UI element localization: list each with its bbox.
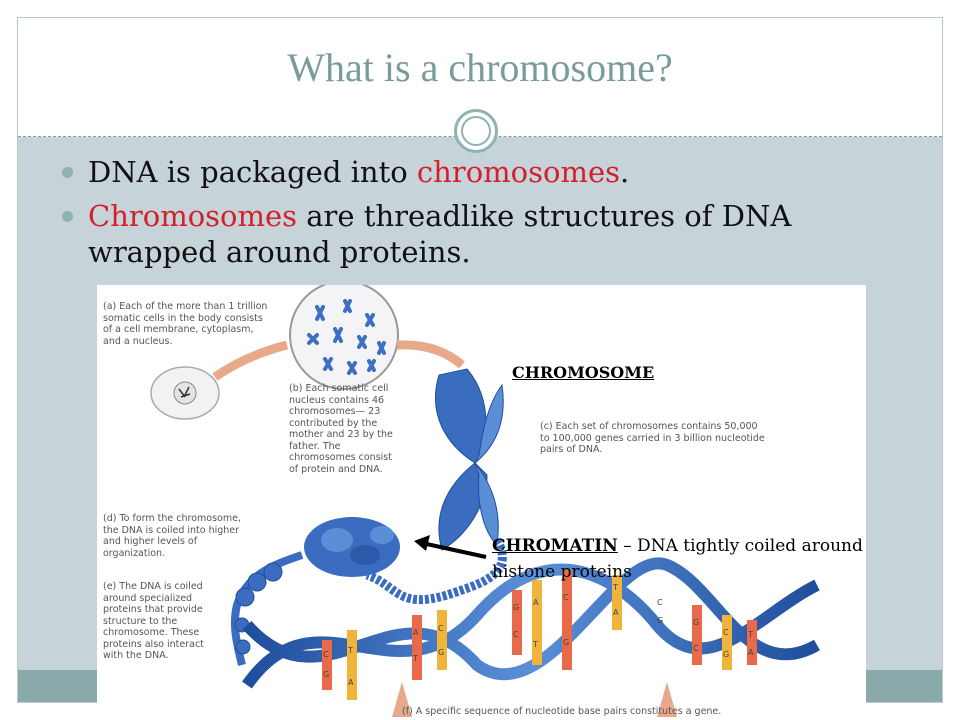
base-letter: C [657, 598, 663, 607]
chromatin-label: CHROMATIN – DNA tightly coiled around hi… [492, 533, 892, 585]
base-letter: A [533, 598, 539, 607]
bullet-2-highlight: Chromosomes [88, 199, 298, 233]
base-letter: C [563, 593, 569, 602]
gene-arrows-icon [392, 682, 677, 717]
base-letter: A [748, 648, 754, 657]
bullet-item-1: DNA is packaged into chromosomes. [62, 154, 882, 190]
bullet-1-end: . [620, 155, 630, 189]
base-letter: C [323, 650, 329, 659]
base-letter: C [513, 630, 519, 639]
base-letters: C G T A A T C G G C A T C G T A G C C G … [323, 583, 754, 687]
slide-title: What is a chromosome? [287, 45, 673, 90]
bullet-list: DNA is packaged into chromosomes. Chromo… [62, 154, 882, 278]
chromosome-icon [434, 368, 504, 551]
arrow-cell-to-nucleus-icon [212, 340, 289, 381]
base-letter: T [412, 654, 418, 663]
base-letter: T [347, 646, 353, 655]
nucleosome-string-icon [230, 551, 304, 666]
base-letter: A [348, 678, 354, 687]
base-letter: G [513, 603, 519, 612]
base-letter: T [612, 583, 618, 592]
caption-a: (a) Each of the more than 1 trillion som… [103, 301, 268, 347]
caption-e: (e) The DNA is coiled around specialized… [103, 581, 204, 661]
bullet-1-highlight: chromosomes [416, 155, 621, 189]
bullet-item-2: Chromosomes are threadlike structures of… [62, 198, 882, 270]
arrow-nucleus-to-chromosome-icon [396, 340, 465, 369]
cell-icon [150, 366, 220, 420]
base-letter: C [723, 628, 729, 637]
base-letter: G [563, 638, 569, 647]
base-letter: G [438, 648, 444, 657]
base-letter: G [693, 618, 699, 627]
dna-packaging-figure: C G T A A T C G G C A T C G T A G C C G … [97, 285, 866, 720]
base-letter: G [723, 650, 729, 659]
chromatin-term: CHROMATIN [492, 536, 618, 556]
caption-d: (d) To form the chromosome, the DNA is c… [103, 513, 241, 559]
chromosome-label: CHROMOSOME [512, 363, 655, 382]
base-letter: A [413, 628, 419, 637]
caption-b: (b) Each somatic cell nucleus contains 4… [289, 383, 393, 475]
base-letter: T [747, 630, 753, 639]
title-divider-circle-icon [454, 109, 498, 153]
base-letter: G [657, 616, 663, 625]
bullet-2-text: are threadlike structures of DNA wrapped… [88, 199, 792, 269]
nucleus-chromosomes-icon [289, 285, 399, 390]
base-letter: G [323, 670, 329, 679]
base-letter: C [693, 644, 699, 653]
caption-c: (c) Each set of chromosomes contains 50,… [540, 421, 765, 455]
base-letter: T [532, 640, 538, 649]
dna-packaging-illustration: C G T A A T C G G C A T C G T A G C C G … [150, 285, 820, 717]
base-letter: A [613, 608, 619, 617]
caption-f: (f) A specific sequence of nucleotide ba… [402, 706, 722, 717]
chromatin-description: – DNA tightly coiled around histone prot… [492, 536, 863, 582]
bullet-1-text: DNA is packaged into [88, 155, 417, 189]
base-letter: C [438, 624, 444, 633]
coiled-fiber-icon [365, 537, 507, 605]
chromatin-blob-icon [304, 517, 400, 577]
chromatin-pointer-arrow-icon [414, 535, 487, 559]
dna-double-helix-icon [242, 557, 820, 700]
